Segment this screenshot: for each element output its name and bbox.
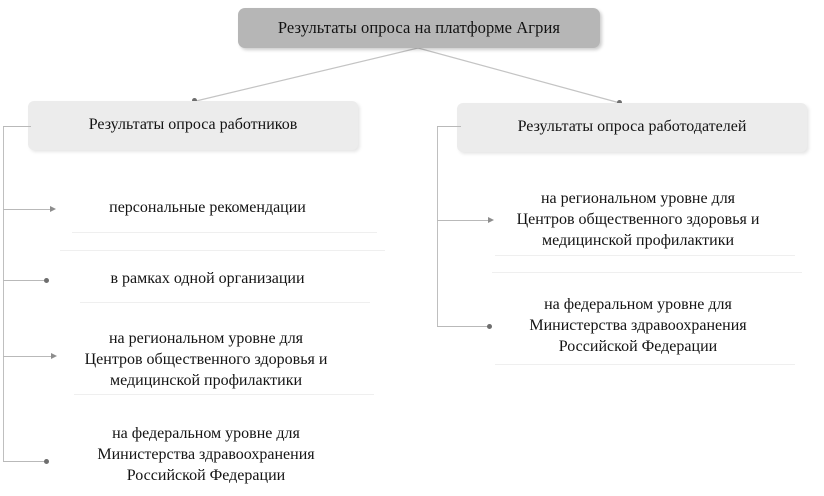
branch-header-employers[interactable]: Результаты опроса работодателей [457,103,807,152]
root-to-employers-arrowhead [617,100,622,105]
leaf-employees-1[interactable]: персональные рекомендации [109,199,306,216]
employees-arrow-3 [51,353,57,359]
employers-arrow-1 [488,217,494,223]
separator-rule [80,302,370,303]
employees-arrow-4 [44,459,49,464]
separator-rule [495,255,795,256]
separator-rule [495,364,795,365]
branch-header-employees-label: Результаты опроса работников [88,116,298,134]
root-to-employees-arrowhead [192,98,197,103]
employers-spine-top-stub [437,126,461,127]
leaf-employers-1[interactable]: на региональном уровне для Центров общес… [516,190,760,249]
branch-header-employees[interactable]: Результаты опроса работников [28,101,358,150]
separator-rule [60,250,385,251]
branch-header-employers-label: Результаты опроса работодателей [517,118,747,136]
root-node-label: Результаты опроса на платформе Агрия [277,18,561,38]
employees-spine-top-stub [3,126,31,127]
separator-rule [492,272,802,273]
employers-spine [437,126,438,326]
employees-connector-1 [3,209,53,210]
leaf-employees-3[interactable]: на региональном уровне для Центров общес… [84,330,328,389]
leaf-employers-2[interactable]: на федеральном уровне для Министерства з… [529,296,747,355]
leaf-employees-2[interactable]: в рамках одной организации [110,270,305,287]
leaf-employees-4[interactable]: на федеральном уровне для Министерства з… [97,425,315,484]
employees-arrow-2 [44,278,49,283]
root-node[interactable]: Результаты опроса на платформе Агрия [238,8,600,48]
employees-connector-4 [3,461,47,462]
employers-connector-1 [437,220,489,221]
employees-connector-3 [3,356,55,357]
employees-spine [3,126,4,461]
employers-connector-2 [437,326,489,327]
employers-arrow-2 [487,324,492,329]
separator-rule [74,394,374,395]
employees-arrow-1 [50,206,56,212]
separator-rule [72,232,377,233]
employees-connector-2 [3,280,47,281]
